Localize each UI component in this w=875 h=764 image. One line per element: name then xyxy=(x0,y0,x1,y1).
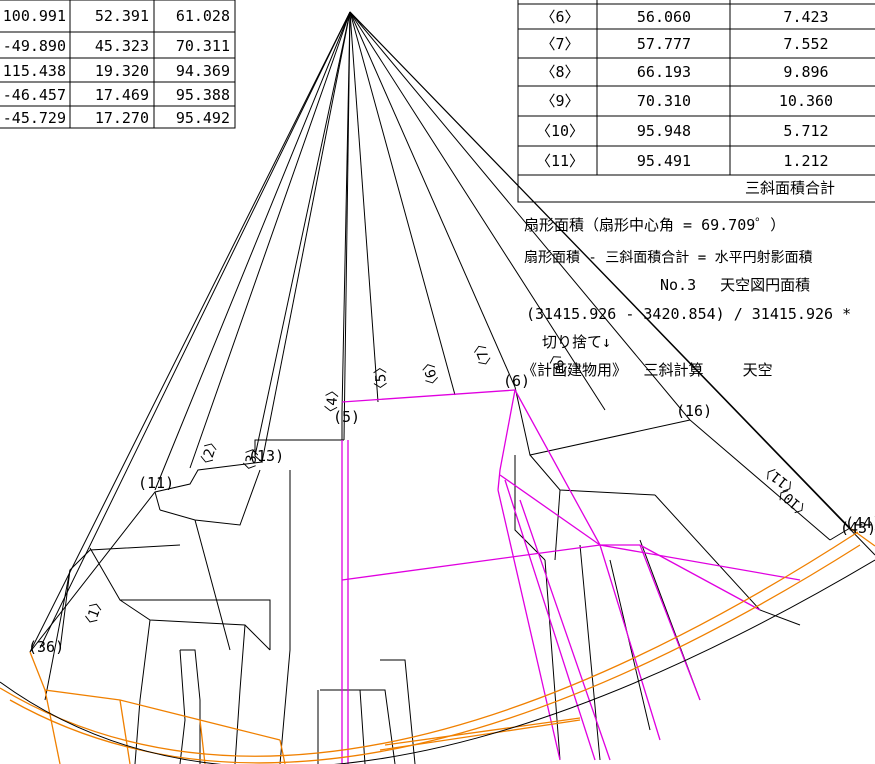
right-table: 〈6〉 56.060 7.423 〈7〉 57.777 7.552 〈8〉 66… xyxy=(517,0,875,203)
right-cell: 5.712 xyxy=(783,122,828,140)
right-cell: 95.491 xyxy=(637,152,691,170)
magenta-outlines xyxy=(341,389,801,764)
right-cell: 56.060 xyxy=(637,8,691,26)
notes: 扇形面積（扇形中心角 = 69.709゜） 扇形面積 - 三斜面積合計 = 水平… xyxy=(522,216,851,379)
note-sky-circle: No.3 天空図円面積 xyxy=(660,276,810,294)
left-cell: 45.323 xyxy=(95,37,149,55)
total-label: 三斜面積合計 xyxy=(745,179,835,197)
left-cell: 52.391 xyxy=(95,7,149,25)
right-cell: 95.948 xyxy=(637,122,691,140)
sector-labels: 〈1〉 〈2〉 〈3〉 〈4〉 〈5〉 〈6〉 〈7〉 〈8〉 〈10〉 〈11… xyxy=(81,335,815,634)
point-label-36: (36) xyxy=(28,638,64,656)
left-cell: -45.729 xyxy=(3,109,66,127)
left-table: 100.991 52.391 61.028 -49.890 45.323 70.… xyxy=(0,0,236,129)
sector-label-5: 〈5〉 xyxy=(373,359,390,396)
point-label-43: (43) xyxy=(840,519,875,537)
left-cell: 61.028 xyxy=(176,7,230,25)
left-cell: -49.890 xyxy=(3,37,66,55)
sector-label-4: 〈4〉 xyxy=(323,383,342,421)
sector-rays xyxy=(29,11,875,653)
left-cell: 19.320 xyxy=(95,62,149,80)
right-cell: 66.193 xyxy=(637,63,691,81)
point-label-44: (44) xyxy=(845,514,875,532)
note-calculation: (31415.926 - 3420.854) / 31415.926 * xyxy=(526,305,851,323)
sector-label-7: 〈7〉 xyxy=(469,335,497,375)
left-cell: 70.311 xyxy=(176,37,230,55)
right-cell: 〈11〉 xyxy=(536,152,584,170)
right-cell: 1.212 xyxy=(783,152,828,170)
point-label-6: (6) xyxy=(503,372,530,390)
right-cell: 57.777 xyxy=(637,35,691,53)
left-cell: 95.492 xyxy=(176,109,230,127)
point-labels: (36) (11) (13) (5) (6) (16) (44) (43) xyxy=(28,372,875,656)
orange-outlines xyxy=(0,527,875,764)
note-building: 《計画建物用》 三斜計算 天空 xyxy=(522,361,773,379)
point-label-11: (11) xyxy=(138,474,174,492)
note-round-down: 切り捨て↓ xyxy=(542,333,611,351)
left-cell: 17.270 xyxy=(95,109,149,127)
right-cell: 10.360 xyxy=(779,92,833,110)
sector-label-6: 〈6〉 xyxy=(419,354,444,393)
note-formula: 扇形面積 - 三斜面積合計 = 水平円射影面積 xyxy=(524,250,813,266)
building-outlines xyxy=(29,386,851,764)
right-cell: 〈9〉 xyxy=(540,92,579,110)
right-cell: 7.552 xyxy=(783,35,828,53)
right-cell: 〈8〉 xyxy=(540,63,579,81)
circle-arc xyxy=(0,559,875,764)
left-cell: -46.457 xyxy=(3,86,66,104)
point-label-13: (13) xyxy=(248,447,284,465)
left-cell: 95.388 xyxy=(176,86,230,104)
point-label-16: (16) xyxy=(676,402,712,420)
left-cell: 115.438 xyxy=(3,62,66,80)
note-sector-area: 扇形面積（扇形中心角 = 69.709゜） xyxy=(524,216,785,234)
left-cell: 94.369 xyxy=(176,62,230,80)
right-cell: 〈10〉 xyxy=(536,122,584,140)
left-cell: 100.991 xyxy=(3,7,66,25)
right-cell: 9.896 xyxy=(783,63,828,81)
right-cell: 7.423 xyxy=(783,8,828,26)
point-label-5: (5) xyxy=(333,408,360,426)
right-cell: 70.310 xyxy=(637,92,691,110)
right-cell: 〈7〉 xyxy=(540,35,579,53)
sector-label-3: 〈3〉 xyxy=(240,440,263,479)
sector-label-1: 〈1〉 xyxy=(81,594,108,634)
left-cell: 17.469 xyxy=(95,86,149,104)
right-cell: 〈6〉 xyxy=(540,8,579,26)
